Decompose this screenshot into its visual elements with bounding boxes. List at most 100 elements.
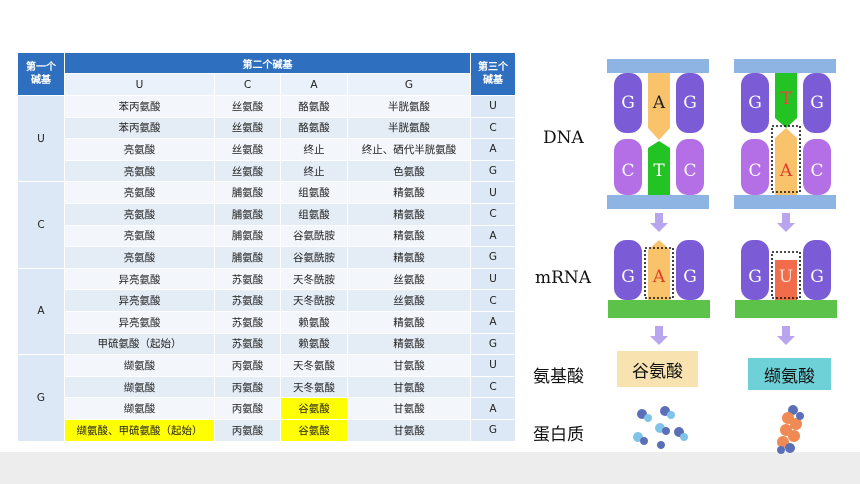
amino-acid-cell-col-g: 丝氨酸 <box>347 267 471 291</box>
amino-acid-cell-col-u: 亮氨酸 <box>64 159 215 183</box>
arrow-head <box>650 223 668 232</box>
mutation-dotted-box <box>771 125 801 193</box>
mrna-base: U <box>779 267 793 287</box>
dna-bottom-base: A <box>779 161 793 181</box>
amino-acid-cell-col-g: 精氨酸 <box>347 332 471 356</box>
amino-acid-cell-col-u: 亮氨酸 <box>64 202 215 226</box>
amino-acid-cell-col-c: 苏氨酸 <box>214 289 281 312</box>
second-base-g: G <box>347 73 471 96</box>
amino-acid-cell-col-u: 亮氨酸 <box>64 224 215 248</box>
amino-acid-cell-col-g: 甘氨酸 <box>347 354 471 377</box>
third-base-cell: C <box>470 289 516 312</box>
third-base-cell: A <box>470 224 516 248</box>
molecule-ball <box>644 414 652 422</box>
first-base-cell: U <box>17 94 65 183</box>
mutation-dotted-box <box>644 247 674 299</box>
amino-acid-cell-col-g: 甘氨酸 <box>347 418 471 442</box>
mrna-base: G <box>621 267 635 287</box>
strand-left-bottom <box>741 139 769 195</box>
amino-acid-cell-col-u: 亮氨酸 <box>64 246 215 269</box>
dna-top-bar <box>607 59 709 73</box>
dna-bottom-base: C <box>683 161 696 181</box>
normal-mrna: G A G <box>608 240 710 318</box>
first-base-cell: A <box>17 267 65 356</box>
normal-dna: G A G C T C <box>607 59 709 209</box>
amino-acid-cell-col-u: 缬氨酸 <box>64 397 215 420</box>
third-base-cell: G <box>470 418 516 442</box>
amino-acid-cell-col-c: 丙氨酸 <box>214 354 281 377</box>
strand-left-top <box>614 73 642 133</box>
valine-label: 缬氨酸 <box>764 367 815 387</box>
third-base-cell: U <box>470 181 516 204</box>
amino-acid-cell-col-a: 赖氨酸 <box>280 332 348 356</box>
strand-left-bottom <box>614 139 642 195</box>
amino-acid-cell-col-u: 苯丙氨酸 <box>64 116 215 140</box>
dna-top-base: G <box>748 93 762 113</box>
amino-acid-cell-col-g: 甘氨酸 <box>347 375 471 399</box>
molecule-ball <box>657 441 665 449</box>
amino-acid-cell-col-a: 谷氨酰胺 <box>280 246 348 269</box>
mrna-base-shape <box>775 260 797 300</box>
arrow-shaft <box>655 326 663 336</box>
dna-top-bar <box>734 59 836 73</box>
bottom-band <box>0 452 860 484</box>
strand-right-top <box>803 73 831 133</box>
first-base-header: 第一个碱基 <box>17 52 65 96</box>
mrna-base: G <box>683 267 697 287</box>
molecule-ball <box>796 412 804 420</box>
amino-acid-cell-col-a: 组氨酸 <box>280 202 348 226</box>
mrna-right <box>676 240 704 300</box>
amino-acid-cell-col-g: 精氨酸 <box>347 202 471 226</box>
amino-acid-cell-col-u: 苯丙氨酸 <box>64 95 215 118</box>
molecule-ball <box>790 418 802 430</box>
amino-acid-label: 氨基酸 <box>533 367 584 387</box>
third-base-cell: A <box>470 310 516 334</box>
third-base-header-text: 第三个碱基 <box>478 62 508 86</box>
dna-bottom-base: C <box>810 161 823 181</box>
third-base-cell: C <box>470 375 516 399</box>
amino-acid-cell-col-u: 缬氨酸 <box>64 375 215 399</box>
protein-label: 蛋白质 <box>533 425 584 445</box>
second-base-c: C <box>214 73 281 96</box>
amino-acid-cell-col-c: 丝氨酸 <box>214 159 281 183</box>
molecule-ball <box>640 437 648 445</box>
amino-acid-cell-col-a: 酪氨酸 <box>280 116 348 140</box>
amino-acid-cell-col-a: 组氨酸 <box>280 181 348 204</box>
amino-acid-cell-col-u: 异亮氨酸 <box>64 310 215 334</box>
amino-acid-cell-col-c: 苏氨酸 <box>214 332 281 356</box>
amino-acid-cell-col-a: 天冬氨酸 <box>280 375 348 399</box>
amino-acid-cell-col-u: 亮氨酸 <box>64 181 215 204</box>
first-base-cell: G <box>17 354 65 442</box>
base-t-shape <box>648 141 670 195</box>
glutamate-box <box>617 351 698 387</box>
third-base-cell: G <box>470 159 516 183</box>
amino-acid-cell-col-u: 缬氨酸 <box>64 354 215 377</box>
mrna-bar <box>608 300 710 318</box>
molecule-ball <box>788 430 800 442</box>
amino-acid-cell-col-g: 精氨酸 <box>347 181 471 204</box>
amino-acid-cell-col-c: 脯氨酸 <box>214 181 281 204</box>
strand-right-bottom <box>676 139 704 195</box>
amino-acid-cell-col-a: 谷氨酸 <box>280 418 348 442</box>
base-a-shape <box>648 73 670 140</box>
dna-top-base: G <box>683 93 697 113</box>
amino-acid-cell-col-g: 精氨酸 <box>347 224 471 248</box>
third-base-cell: G <box>470 332 516 356</box>
dna-top-base: T <box>780 89 792 109</box>
arrow-head <box>650 336 668 345</box>
mrna-base-shape <box>648 240 670 300</box>
dna-label: DNA <box>543 128 584 148</box>
mrna-base: A <box>652 267 666 287</box>
arrow-dna-to-mrna <box>650 213 795 232</box>
arrow-head <box>777 336 795 345</box>
